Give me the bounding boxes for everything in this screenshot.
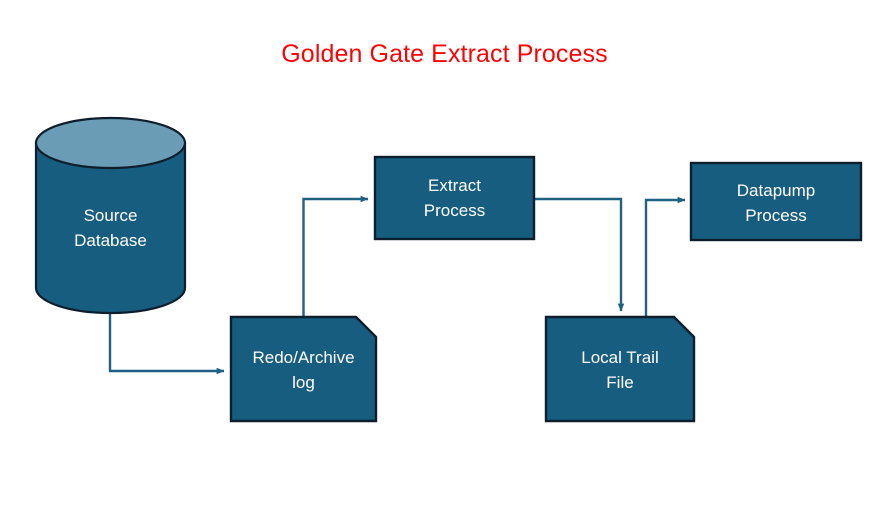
connector-redo-archive-log-to-extract-process xyxy=(302,195,369,317)
redo-archive-log-box xyxy=(229,315,378,423)
node-datapump-process[interactable] xyxy=(689,161,863,242)
node-redo-archive-log[interactable] xyxy=(229,315,378,423)
local-trail-file-box xyxy=(544,315,696,423)
node-extract-process[interactable] xyxy=(373,155,536,241)
datapump-process-box xyxy=(689,161,863,242)
node-local-trail-file[interactable] xyxy=(544,315,696,423)
cylinder-body xyxy=(34,141,187,315)
connector-local-trail-file-to-datapump-process xyxy=(644,196,686,317)
extract-process-box xyxy=(373,155,536,241)
cylinder-top xyxy=(34,116,187,170)
connector-source-database-to-redo-archive-log xyxy=(108,310,225,375)
node-source-database[interactable] xyxy=(34,116,187,315)
page-title: Golden Gate Extract Process xyxy=(281,40,608,68)
connector-extract-process-to-local-trail-file xyxy=(534,197,625,312)
